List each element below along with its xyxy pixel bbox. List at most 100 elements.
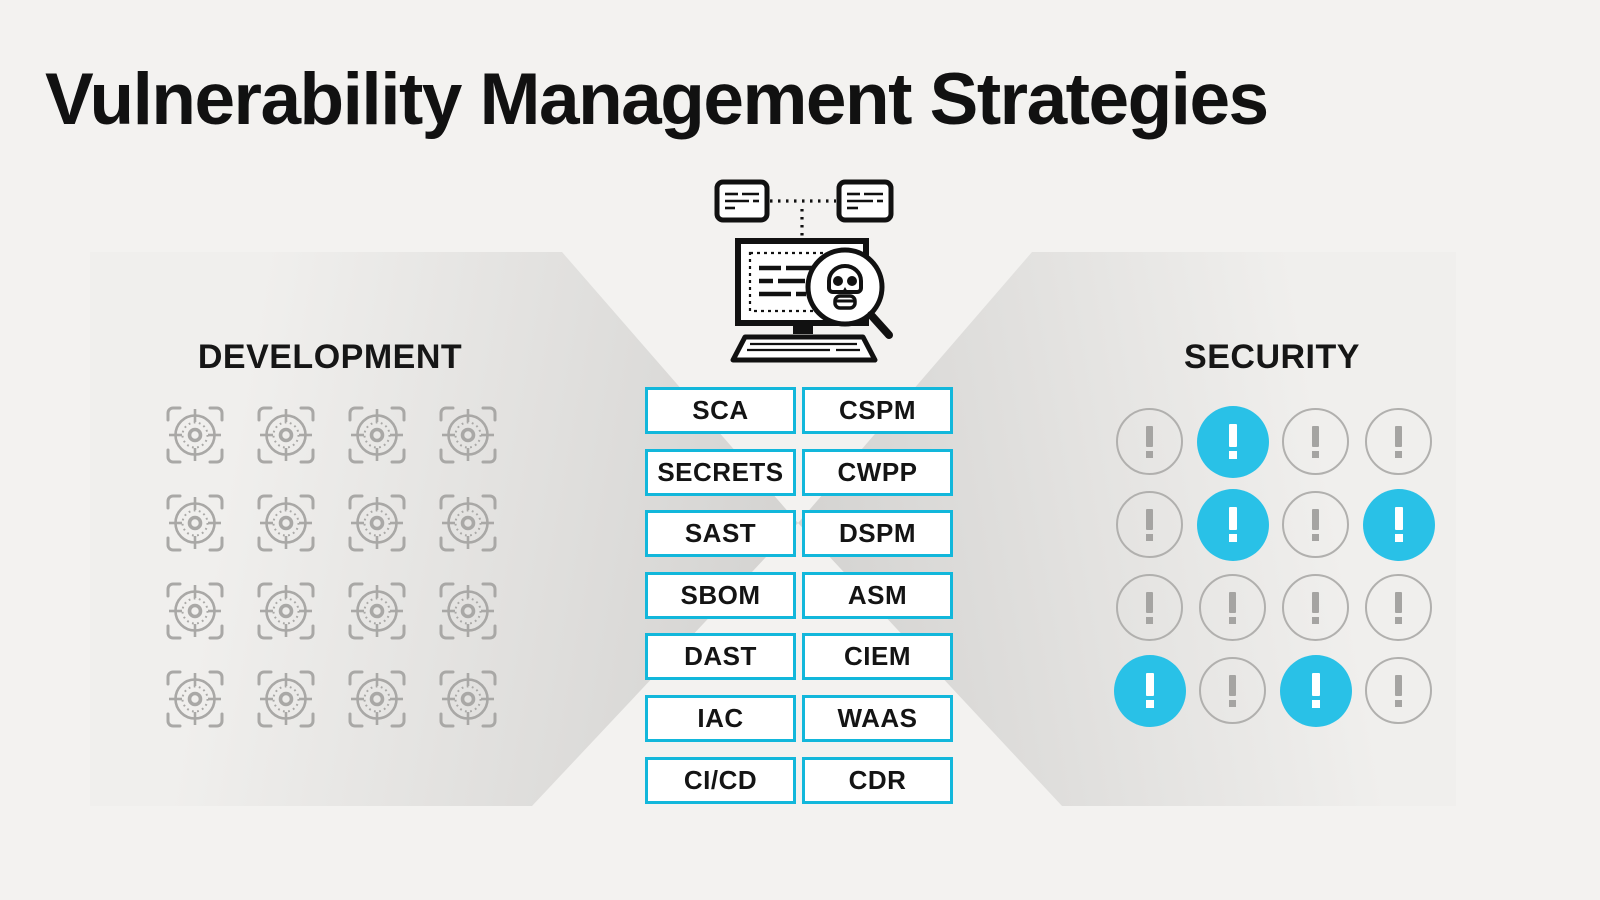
exclamation-bar [1228, 507, 1237, 530]
document-card-icon [714, 179, 770, 223]
exclamation-bar [1228, 424, 1237, 447]
target-cell [240, 479, 331, 567]
exclamation-dot [1229, 616, 1236, 624]
alert-icon [1282, 408, 1349, 475]
keyboard-icon [730, 334, 878, 363]
exclamation-bar [1312, 508, 1319, 530]
target-cell [422, 479, 513, 567]
alert-icon [1282, 574, 1349, 641]
target-scan-icon [348, 494, 405, 552]
target-cell [149, 567, 240, 655]
exclamation-dot [1146, 450, 1153, 458]
target-scan-icon [348, 406, 405, 464]
alert-icon [1116, 574, 1183, 641]
alert-icon [1365, 657, 1432, 724]
target-scan-icon [166, 670, 223, 728]
alert-cell [1108, 400, 1191, 483]
target-cell [331, 479, 422, 567]
exclamation-bar [1312, 425, 1319, 447]
alert-cell [1357, 649, 1440, 732]
alert-icon [1365, 574, 1432, 641]
strategy-box-cwpp: CWPP [802, 448, 953, 496]
exclamation-dot [1312, 533, 1319, 541]
exclamation-dot [1312, 616, 1319, 624]
exclamation-dot [1228, 534, 1237, 542]
target-scan-icon [439, 494, 496, 552]
target-scan-icon [348, 582, 405, 640]
alert-cell [1108, 483, 1191, 566]
alert-icon [1116, 491, 1183, 558]
alert-icon [1365, 408, 1432, 475]
document-card-icon [836, 179, 894, 223]
target-cell [240, 655, 331, 743]
alert-cell [1357, 483, 1440, 566]
strategy-box-dast: DAST [645, 633, 796, 681]
skull-magnifier-icon [805, 247, 893, 339]
exclamation-bar [1229, 674, 1236, 696]
target-cell [331, 391, 422, 479]
alert-cell [1191, 649, 1274, 732]
target-cell [331, 655, 422, 743]
target-scan-icon [166, 494, 223, 552]
target-cell [240, 567, 331, 655]
alert-icon [1199, 657, 1266, 724]
exclamation-bar [1395, 425, 1402, 447]
exclamation-bar [1146, 591, 1153, 613]
exclamation-bar [1312, 591, 1319, 613]
target-scan-icon [257, 670, 314, 728]
alert-cell [1191, 566, 1274, 649]
strategy-box-cspm: CSPM [802, 387, 953, 434]
target-cell [149, 655, 240, 743]
target-cell [240, 391, 331, 479]
development-target-grid [149, 391, 513, 743]
strategy-box-dspm: DSPM [802, 510, 953, 558]
alert-cell [1274, 400, 1357, 483]
exclamation-bar [1395, 674, 1402, 696]
exclamation-dot [1146, 533, 1153, 541]
exclamation-bar [1394, 507, 1403, 530]
security-alert-grid [1108, 400, 1440, 732]
strategy-box-sca: SCA [645, 387, 796, 434]
target-cell [149, 391, 240, 479]
alert-icon-active [1362, 488, 1435, 561]
page-title: Vulnerability Management Strategies [45, 59, 1269, 140]
strategy-box-ciem: CIEM [802, 633, 953, 681]
exclamation-bar [1395, 591, 1402, 613]
exclamation-dot [1395, 450, 1402, 458]
exclamation-bar [1146, 508, 1153, 530]
exclamation-bar [1311, 673, 1320, 696]
alert-cell [1274, 483, 1357, 566]
computer-vulnerability-scan-illustration [714, 179, 894, 363]
alert-icon [1282, 491, 1349, 558]
target-scan-icon [439, 582, 496, 640]
exclamation-dot [1228, 451, 1237, 459]
exclamation-bar [1146, 425, 1153, 447]
strategy-box-sast: SAST [645, 510, 796, 558]
strategy-box-waas: WAAS [802, 694, 953, 742]
target-scan-icon [439, 670, 496, 728]
exclamation-bar [1229, 591, 1236, 613]
strategy-box-cdr: CDR [802, 756, 953, 804]
security-heading: SECURITY [1184, 338, 1360, 376]
target-cell [422, 567, 513, 655]
target-scan-icon [348, 670, 405, 728]
alert-cell [1274, 649, 1357, 732]
strategy-box-asm: ASM [802, 571, 953, 619]
target-scan-icon [166, 582, 223, 640]
strategy-box-secrets: SECRETS [645, 448, 796, 496]
target-cell [422, 391, 513, 479]
development-heading: DEVELOPMENT [197, 338, 463, 376]
target-scan-icon [257, 406, 314, 464]
exclamation-dot [1146, 616, 1153, 624]
alert-icon-active [1196, 405, 1269, 478]
alert-icon-active [1196, 488, 1269, 561]
alert-cell [1274, 566, 1357, 649]
alert-icon-active [1279, 654, 1352, 727]
target-cell [149, 479, 240, 567]
alert-cell [1357, 400, 1440, 483]
exclamation-dot [1395, 616, 1402, 624]
exclamation-dot [1312, 450, 1319, 458]
exclamation-bar [1145, 673, 1154, 696]
